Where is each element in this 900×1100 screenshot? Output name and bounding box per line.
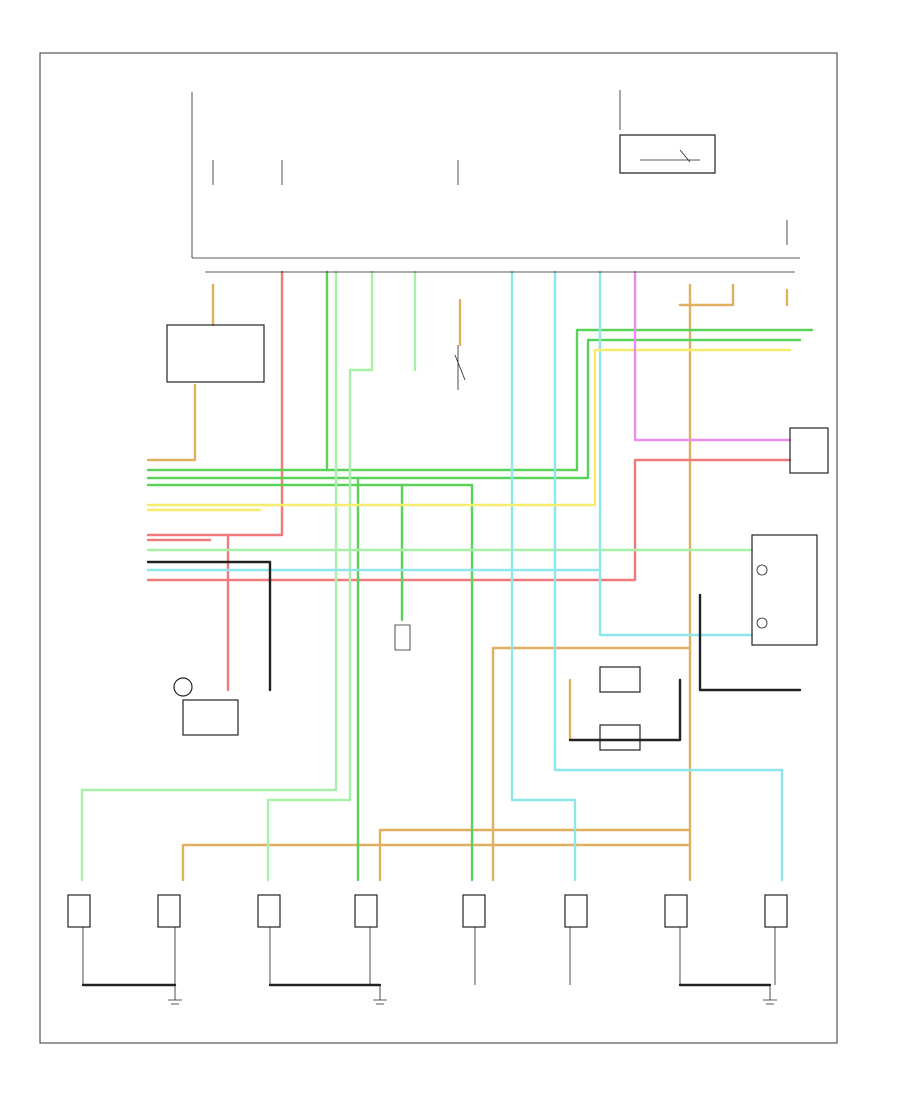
wire-yellow-1 xyxy=(146,348,792,507)
cluster-indicator-2 xyxy=(756,617,768,629)
wire-orange-8 xyxy=(181,843,692,882)
lamp-5 xyxy=(462,894,486,928)
wire-cyan-3 xyxy=(553,270,784,882)
wire-black-2 xyxy=(698,593,802,692)
diagram-frame xyxy=(39,52,838,1044)
relay-box xyxy=(619,134,716,174)
relay-switch xyxy=(640,149,700,163)
hazard-lamp xyxy=(173,677,193,697)
fuse-bus xyxy=(191,90,800,273)
right-connector-block xyxy=(789,427,829,474)
lamp-drop-wires xyxy=(82,927,776,985)
lamp-group-4 xyxy=(664,894,788,928)
ground-2 xyxy=(373,985,387,1005)
center-relay xyxy=(394,624,411,651)
lamp-group-2 xyxy=(257,894,378,928)
instrument-cluster xyxy=(751,534,818,646)
lamp-2 xyxy=(157,894,181,928)
ground-1 xyxy=(168,985,182,1005)
wire-pink-4 xyxy=(146,458,792,582)
lamp-4 xyxy=(354,894,378,928)
component-layer xyxy=(166,324,829,751)
lamp-3 xyxy=(257,894,281,928)
lamp-8 xyxy=(764,894,788,928)
license-lamp-right xyxy=(599,724,641,751)
lamp-7 xyxy=(664,894,688,928)
wire-lightgreen-2 xyxy=(80,270,338,882)
wire-green-2 xyxy=(146,338,802,480)
ground-3 xyxy=(763,985,777,1005)
wire-orange-4 xyxy=(491,646,692,882)
brake-switch xyxy=(454,345,466,390)
wire-layer xyxy=(80,270,814,987)
wire-orange-7 xyxy=(378,828,692,882)
lamp-1 xyxy=(67,894,91,928)
wire-green-1 xyxy=(146,328,814,472)
lamp-row xyxy=(67,894,788,1005)
wire-orange-2 xyxy=(146,383,197,462)
wire-cyan-4 xyxy=(598,270,754,637)
wire-magenta-1 xyxy=(633,270,792,442)
wire-pink-1 xyxy=(146,270,284,537)
cluster-indicator-1 xyxy=(756,564,768,576)
lamp-group-3 xyxy=(462,894,588,928)
lamp-6 xyxy=(564,894,588,928)
wire-black-1 xyxy=(146,560,272,692)
turn-relay xyxy=(182,699,239,736)
wire-lightgreen-3 xyxy=(266,270,374,882)
wire-orange-5 xyxy=(678,283,735,307)
hazard-switch-module xyxy=(166,324,265,383)
license-lamp-left xyxy=(599,666,641,693)
lamp-group-1 xyxy=(67,894,181,928)
wire-black-6 xyxy=(568,678,682,742)
wire-cyan-2 xyxy=(510,270,577,882)
